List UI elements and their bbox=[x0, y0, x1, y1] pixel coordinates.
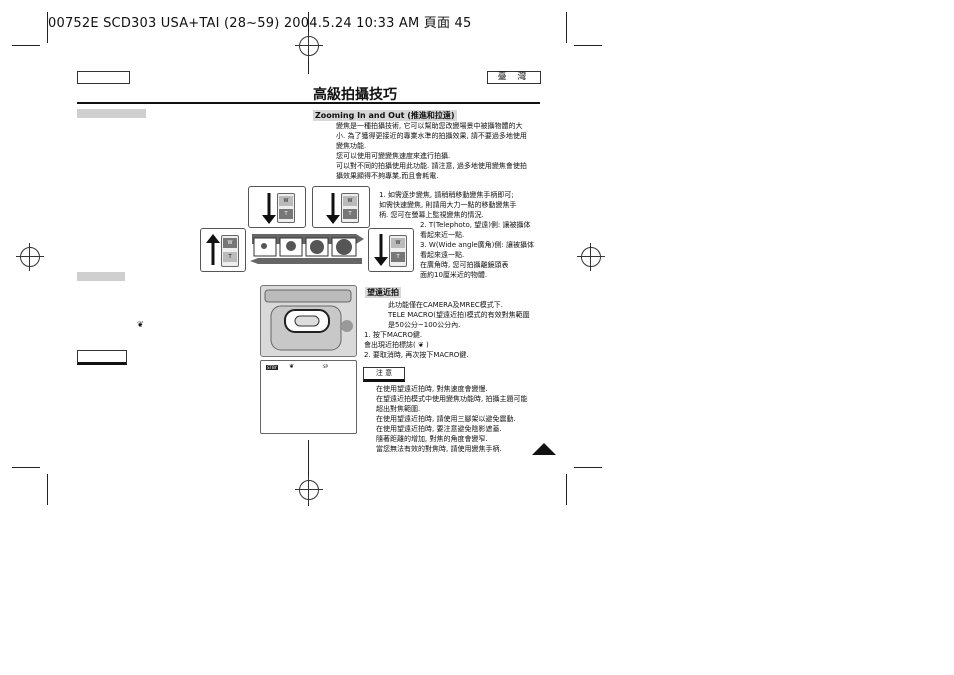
registration-mark-icon bbox=[295, 32, 323, 60]
crop-mark bbox=[574, 467, 602, 468]
note-box-left bbox=[77, 350, 127, 365]
paragraph-line: 變焦是一種拍攝技術, 它可以幫助您改變場景中被攝物體的大 bbox=[336, 122, 523, 130]
paragraph-line: 可以對不同的拍攝使用此功能. 請注意, 過多地使用變焦會使拍 bbox=[336, 162, 527, 170]
note-line: 在望遠近拍模式中使用變焦功能時, 拍攝主題可能 bbox=[376, 395, 528, 403]
registration-mark-icon bbox=[295, 476, 323, 504]
zoom-lever: W T bbox=[389, 235, 407, 267]
camera-macro-button-illustration bbox=[260, 285, 357, 357]
step-line: 3. W(Wide angle廣角)側: 讓被攝体 bbox=[420, 241, 534, 249]
registration-mark-icon bbox=[16, 243, 44, 271]
paragraph-line: 變焦功能. bbox=[336, 142, 367, 150]
crop-mark bbox=[47, 12, 48, 43]
note-line: 超出對焦範圍. bbox=[376, 405, 421, 413]
zoom-lever-illustration-w: W T bbox=[200, 228, 246, 272]
macro-line: 此功能僅在CAMERA及MREC模式下. bbox=[388, 301, 503, 309]
center-fold-line bbox=[308, 440, 309, 506]
left-section-bar bbox=[77, 272, 125, 281]
zoom-lever-illustration-t: W T bbox=[248, 186, 306, 228]
zoom-lever-illustration-t-fast: W T bbox=[312, 186, 370, 228]
notes-heading: 注 意 bbox=[363, 367, 405, 382]
stby-indicator: STBY bbox=[266, 365, 278, 370]
macro-symbol-left: ❦ bbox=[137, 320, 144, 329]
title-rule bbox=[77, 102, 540, 104]
step-line: 在廣角時, 您可拍攝離鏡頭表 bbox=[420, 261, 509, 269]
print-header: 00752E SCD303 USA+TAI (28~59) 2004.5.24 … bbox=[48, 16, 472, 31]
crop-mark bbox=[566, 474, 567, 505]
lever-w-label: W bbox=[279, 196, 293, 206]
macro-line: TELE MACRO(望遠近拍)模式的有效對焦範圍 bbox=[388, 311, 530, 319]
note-line: 隨著距離的增加, 對焦的角度會變窄. bbox=[376, 435, 488, 443]
zoom-lever: W T bbox=[221, 235, 239, 267]
lever-t-label: T bbox=[343, 209, 357, 219]
macro-step: 1. 按下MACRO鍵. bbox=[364, 331, 423, 339]
note-line: 當您無法有效的對焦時, 請使用變焦手柄. bbox=[376, 445, 502, 453]
arrow-down-icon bbox=[326, 193, 340, 224]
macro-step: 2. 要取消時, 再次按下MACRO鍵. bbox=[364, 351, 469, 359]
arrow-up-icon bbox=[206, 234, 220, 265]
left-section-bar bbox=[77, 109, 146, 118]
zoom-steps-2: 2. T(Telephoto, 望遠)側: 讓被攝体 看起來近一點. 3. W(… bbox=[420, 220, 534, 280]
step-line: 柄. 您可在螢幕上監視變焦的情況. bbox=[379, 211, 484, 219]
lever-w-label: W bbox=[343, 196, 357, 206]
note-line: 在使用望遠近拍時, 要注意避免陰影遮蓋. bbox=[376, 425, 502, 433]
paragraph-line: 攝效果顯得不夠專業,而且會耗電. bbox=[336, 172, 439, 180]
lcd-screen-illustration: STBY ❦ SP bbox=[260, 360, 357, 434]
paragraph-line: 小. 為了獲得更接近的專業水準的拍攝效果, 請不要過多地使用 bbox=[336, 132, 527, 140]
page-corner-triangle-icon bbox=[532, 443, 556, 455]
step-line: 面約10厘米近的物體. bbox=[420, 271, 488, 279]
crop-mark bbox=[574, 45, 602, 46]
zoom-sequence-illustration bbox=[250, 234, 364, 264]
zoom-lever: W T bbox=[277, 193, 295, 223]
camera-body-icon bbox=[264, 289, 353, 351]
crop-mark bbox=[566, 12, 567, 43]
macro-steps: 1. 按下MACRO鍵. 會出現近拍標誌( ❦ ) 2. 要取消時, 再次按下M… bbox=[364, 330, 469, 360]
step-line: 看起來近一點. bbox=[420, 231, 465, 239]
registration-mark-icon bbox=[577, 243, 605, 271]
arrow-down-icon bbox=[262, 193, 276, 224]
note-line: 在使用望遠近拍時, 請使用三腳架以避免震動. bbox=[376, 415, 516, 423]
zoom-lever-illustration-w-2: W T bbox=[368, 228, 414, 272]
macro-step: 會出現近拍標誌( ❦ ) bbox=[364, 341, 429, 349]
macro-text: 此功能僅在CAMERA及MREC模式下. TELE MACRO(望遠近拍)模式的… bbox=[388, 300, 530, 330]
step-line: 看起來遠一點. bbox=[420, 251, 465, 259]
arrow-down-icon bbox=[374, 234, 388, 266]
notes-list: 在使用望遠近拍時, 對焦速度會變慢. 在望遠近拍模式中使用變焦功能時, 拍攝主題… bbox=[376, 384, 527, 454]
crop-mark bbox=[12, 467, 40, 468]
lever-t-label: T bbox=[223, 252, 237, 262]
note-line: 在使用望遠近拍時, 對焦速度會變慢. bbox=[376, 385, 488, 393]
notes-heading-text: 注 意 bbox=[375, 369, 393, 377]
macro-heading: 望遠近拍 bbox=[365, 287, 401, 298]
zoom-paragraph: 變焦是一種拍攝技術, 它可以幫助您改變場景中被攝物體的大 小. 為了獲得更接近的… bbox=[336, 121, 527, 181]
macro-icon: ❦ bbox=[289, 363, 295, 370]
lever-t-label: T bbox=[279, 209, 293, 219]
sp-indicator: SP bbox=[323, 364, 328, 369]
lever-w-label: W bbox=[223, 238, 237, 248]
macro-line: 是50公分~100公分內. bbox=[388, 321, 461, 329]
zoom-heading: Zooming In and Out (推進和拉遠) bbox=[313, 110, 457, 121]
paragraph-line: 您可以使用可變變焦速度來進行拍攝. bbox=[336, 152, 451, 160]
page-title: 高級拍攝技巧 bbox=[313, 87, 397, 103]
language-box-left bbox=[77, 71, 130, 84]
lever-t-label: T bbox=[391, 252, 405, 262]
step-line: 1. 如需逐步變焦, 請稍稍移動變焦手柄即可; bbox=[379, 191, 514, 199]
language-badge: 臺 灣 bbox=[487, 71, 541, 84]
lever-w-label: W bbox=[391, 238, 405, 248]
crop-mark bbox=[47, 474, 48, 505]
zoom-steps: 1. 如需逐步變焦, 請稍稍移動變焦手柄即可; 如需快速變焦, 則請用大力一點的… bbox=[379, 190, 516, 220]
zoom-lever: W T bbox=[341, 193, 359, 223]
step-line: 如需快速變焦, 則請用大力一點的移動變焦手 bbox=[379, 201, 517, 209]
step-line: 2. T(Telephoto, 望遠)側: 讓被攝体 bbox=[420, 221, 531, 229]
crop-mark bbox=[12, 45, 40, 46]
